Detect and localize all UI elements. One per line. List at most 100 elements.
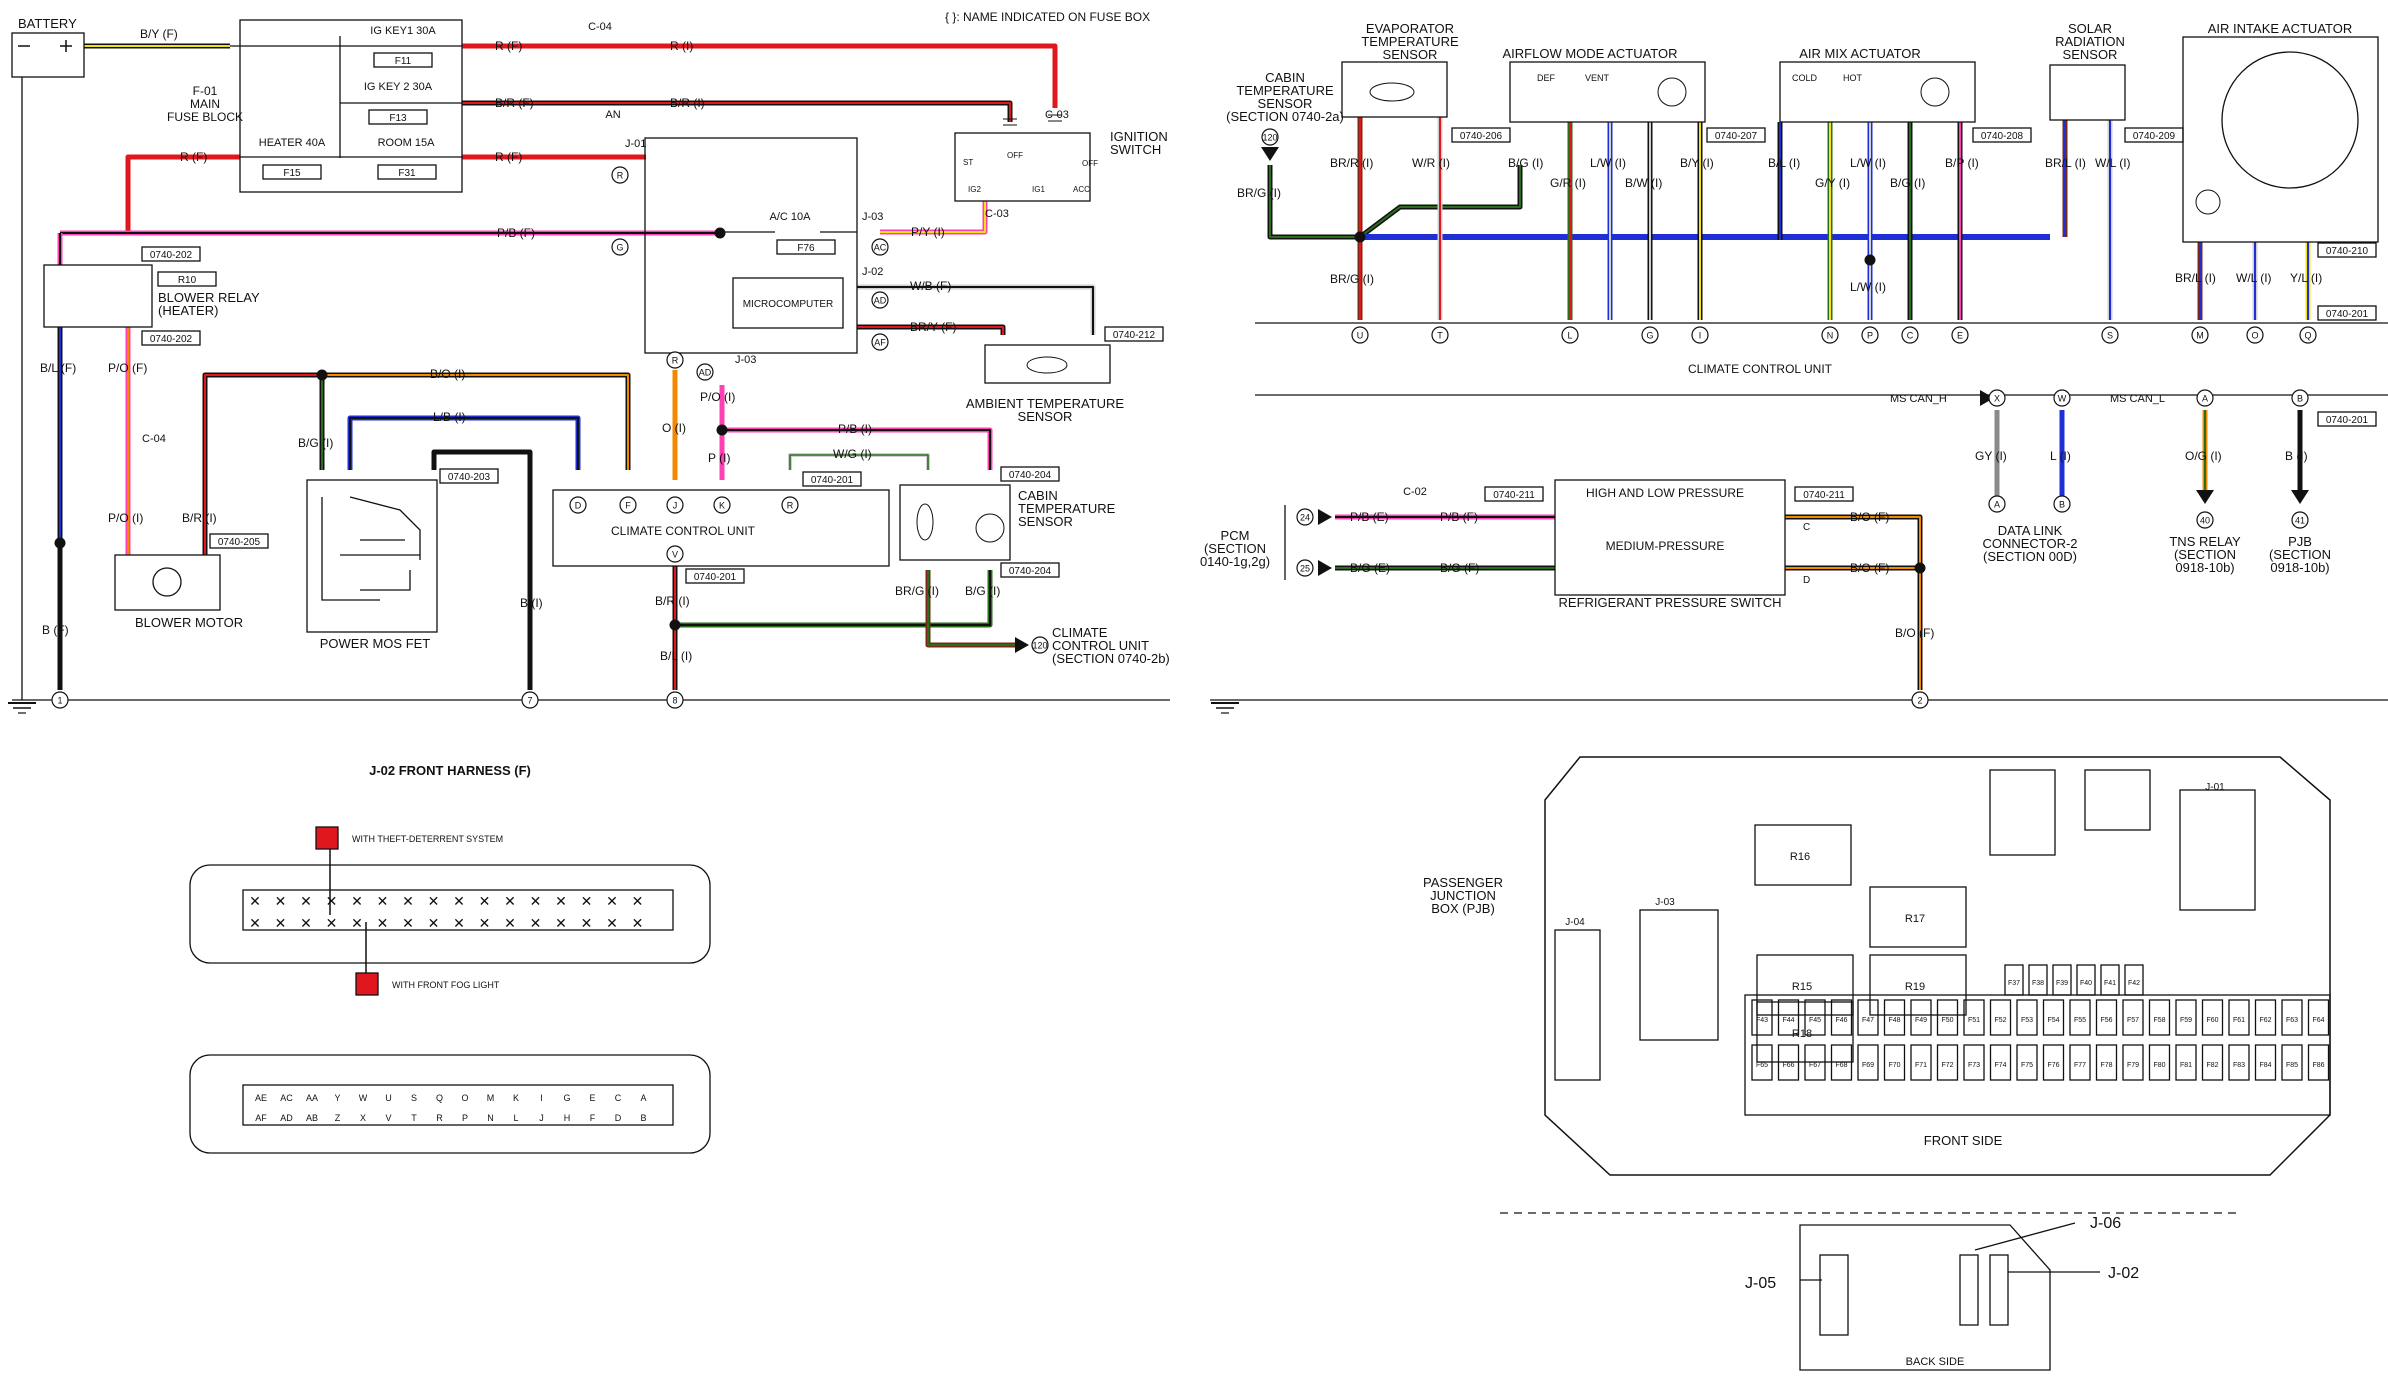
- terminal-circle: [2053, 495, 2071, 513]
- cabin-sensor-label: TEMPERATURE: [1018, 501, 1116, 516]
- conn-0740-202-b: 0740-202: [150, 334, 193, 345]
- terminal-r: [611, 166, 629, 184]
- pjb-front-label: FRONT SIDE: [1924, 1133, 2003, 1148]
- label: HEATER 40A: [259, 137, 326, 149]
- fuse-label: F39: [2056, 980, 2068, 987]
- pcm-pin-25: [1296, 559, 1314, 577]
- fuse-label: F63: [2286, 1017, 2298, 1024]
- harness-pin-label: P: [462, 1113, 468, 1123]
- harness-pin-label: I: [540, 1093, 543, 1103]
- fuse-f31-box: [377, 164, 437, 180]
- fuse-label: F41: [2104, 980, 2116, 987]
- wire-br-y-stripe: [857, 326, 1004, 335]
- label: J-02: [862, 266, 883, 278]
- harness-x: ✕: [402, 893, 414, 909]
- terminal-circle-label: D: [575, 501, 582, 511]
- airmix-motor: [1920, 77, 1950, 107]
- pjb-label: (SECTION: [2269, 547, 2331, 562]
- harness-x: ✕: [479, 893, 491, 909]
- conn-0740-206: 0740-206: [1460, 131, 1503, 142]
- harness-x: ✕: [249, 915, 261, 931]
- battery-label: BATTERY: [18, 16, 77, 31]
- wire-b-o-stripe: [322, 374, 629, 470]
- fuse-label: F86: [2312, 1062, 2324, 1069]
- terminal-circle: [51, 691, 69, 709]
- ccu-right-terminal-label: Q: [2304, 331, 2311, 341]
- terminal-circle-label: AD: [699, 368, 712, 378]
- airmix-actuator: [1779, 61, 1976, 123]
- label: C-02: [1403, 486, 1427, 498]
- fuse-label: F49: [1915, 1017, 1927, 1024]
- conn-0740-209: 0740-209: [2133, 131, 2176, 142]
- fuse-label: F62: [2259, 1017, 2271, 1024]
- fuse-label: F58: [2153, 1017, 2165, 1024]
- fuse-cell: [1883, 1044, 1906, 1081]
- label: P/O (F): [108, 361, 147, 375]
- harness-pin-label: V: [385, 1113, 391, 1123]
- relay-r10-box: [157, 271, 217, 287]
- wire-bo-sw-stripe: [1785, 516, 1921, 690]
- label: Y/L (I): [2290, 271, 2322, 285]
- ambient-sensor-label: AMBIENT TEMPERATURE: [966, 396, 1125, 411]
- fuse-label: F38: [2032, 980, 2044, 987]
- pcm-label: PCM: [1221, 528, 1250, 543]
- label: J-04: [1565, 917, 1585, 928]
- terminal-g: [611, 238, 629, 256]
- can-terminal-label: X: [1994, 394, 2000, 404]
- right-cabin-sensor-label: CABIN: [1265, 70, 1305, 85]
- label: O (I): [662, 421, 686, 435]
- harness-x: ✕: [428, 893, 440, 909]
- fuse-cell: [2069, 1044, 2091, 1081]
- can-terminal: [2196, 389, 2214, 407]
- ccu-right-terminal-label: P: [1867, 331, 1873, 341]
- pjb-relay-label: R15: [1792, 981, 1812, 993]
- ccu-right-terminal: [2299, 326, 2317, 344]
- harness-connector-bottom: [189, 1054, 711, 1154]
- terminal-ad: [871, 291, 889, 309]
- label: C-03: [985, 208, 1009, 220]
- conn-0740-210-box: [2317, 242, 2377, 258]
- fuse-label: F81: [2180, 1062, 2192, 1069]
- ccu-right-terminal-label: M: [2196, 331, 2204, 341]
- harness-x: ✕: [632, 915, 644, 931]
- fuse-label: F48: [1888, 1017, 1900, 1024]
- fet-internal: [360, 570, 411, 591]
- main-fuse-block: [239, 19, 463, 193]
- label: B/G (F): [1440, 561, 1479, 575]
- conn-0740-201-r2: 0740-201: [2326, 415, 2369, 426]
- conn-0740-201-b-box: [685, 568, 745, 584]
- wire-b-g-2-stripe: [675, 570, 991, 626]
- fuse-cell: [1804, 999, 1826, 1036]
- harness-pin-field-top: [242, 889, 674, 931]
- terminal-circle-label: B: [2059, 500, 2065, 510]
- harness-title: J-02 FRONT HARNESS (F): [369, 763, 531, 778]
- evap-label: EVAPORATOR: [1366, 21, 1454, 36]
- terminal-af-label: AF: [874, 338, 886, 348]
- label: P (I): [708, 451, 730, 465]
- fuse-cell: [2254, 999, 2277, 1036]
- airflow-motor: [1657, 77, 1687, 107]
- mos-fet-label: POWER MOS FET: [320, 636, 431, 651]
- pjb-title: PASSENGER: [1423, 875, 1503, 890]
- label: B/G (I): [1508, 156, 1543, 170]
- ignition-switch-label: IGNITION: [1110, 129, 1168, 144]
- conn-0740-206-box: [1451, 127, 1511, 143]
- fuse-f15: F15: [283, 168, 301, 179]
- conn-0740-207-box: [1706, 127, 1766, 143]
- fuse-label: F73: [1968, 1062, 1980, 1069]
- harness-x: ✕: [402, 915, 414, 931]
- pjb-relay-label: R17: [1905, 913, 1925, 925]
- fuse-cell: [2281, 999, 2303, 1036]
- label: IG KEY1 30A: [370, 25, 436, 37]
- splice-pb: [714, 227, 726, 239]
- relay-r10: R10: [178, 275, 197, 286]
- fuse-cell: [2122, 1044, 2144, 1081]
- ccu-ref-arrow: [1015, 637, 1029, 653]
- fuse-label: F45: [1809, 1017, 1821, 1024]
- harness-pin-label: AB: [306, 1113, 318, 1123]
- blower-motor: [114, 554, 221, 611]
- ccu-right-terminal-label: I: [1699, 331, 1702, 341]
- harness-pin-label: Q: [436, 1093, 443, 1103]
- conn-0740-203-box: [439, 468, 499, 484]
- intake-label: AIR INTAKE ACTUATOR: [2208, 21, 2352, 36]
